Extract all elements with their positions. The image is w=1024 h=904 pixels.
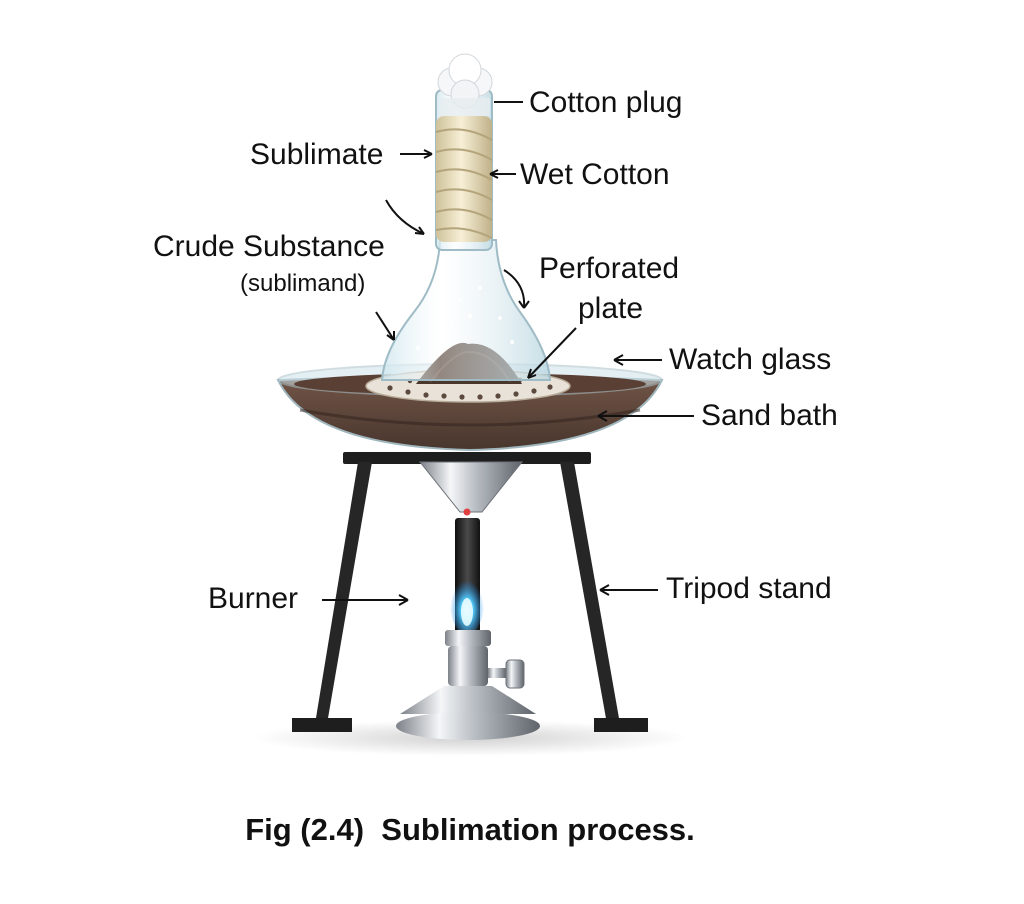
label-sand-bath: Sand bath: [701, 399, 838, 432]
label-cotton-plug: Cotton plug: [529, 86, 683, 119]
label-watch-glass: Watch glass: [669, 343, 832, 376]
label-sublimate: Sublimate: [250, 138, 384, 171]
label-wet-cotton: Wet Cotton: [520, 158, 670, 191]
label-burner: Burner: [208, 582, 299, 615]
figure-caption: Fig (2.4) Sublimation process.: [245, 812, 695, 847]
tripod-stand: [292, 452, 648, 732]
label-sublimand: (sublimand): [240, 270, 366, 297]
wet-cotton: [435, 116, 493, 242]
label-crude-substance: Crude Substance: [153, 230, 385, 263]
crude-substance-pointer: [375, 311, 395, 341]
label-tripod-stand: Tripod stand: [666, 572, 832, 605]
label-perforated: Perforated: [539, 252, 680, 285]
sublimate-curve-pointer: [385, 199, 425, 235]
label-plate: plate: [578, 292, 644, 325]
perforated-curve-pointer: [503, 269, 526, 309]
burner: [396, 461, 540, 740]
pointer-lines: [322, 101, 694, 606]
cotton-plug: [437, 53, 493, 116]
perforated-plate-pointer: [527, 327, 577, 379]
